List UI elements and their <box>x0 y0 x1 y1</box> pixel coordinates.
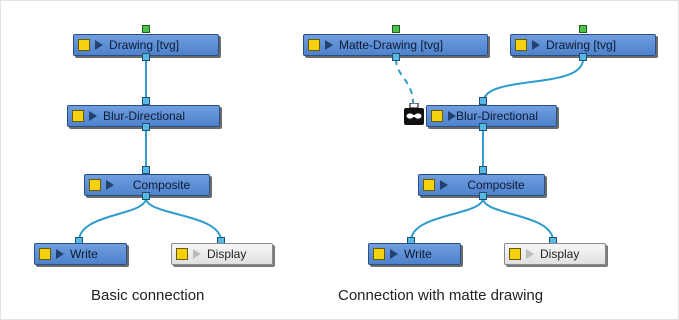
enable-icon[interactable] <box>39 248 51 260</box>
node-label: Blur-Directional <box>456 109 539 123</box>
play-icon[interactable] <box>106 180 114 190</box>
matte-drawing-top-port[interactable] <box>392 25 400 33</box>
matte-drawing-node[interactable]: Matte-Drawing [tvg] <box>303 34 488 56</box>
wire-composite-to-display <box>145 197 222 242</box>
matte-drawing-output-port[interactable] <box>392 53 400 61</box>
blur-output-port-matte[interactable] <box>479 123 487 131</box>
blur-input-port[interactable] <box>142 97 150 105</box>
enable-icon[interactable] <box>176 248 188 260</box>
wire-composite-to-display-matte <box>482 197 554 242</box>
wire-composite-to-write <box>78 197 147 242</box>
caption-basic: Basic connection <box>91 287 205 304</box>
drawing-output-port-matte[interactable] <box>579 53 587 61</box>
play-icon[interactable] <box>526 249 534 259</box>
write-node-matte[interactable]: Write <box>368 243 461 265</box>
play-icon[interactable] <box>89 111 97 121</box>
blur-input-port-matte[interactable] <box>479 97 487 105</box>
node-label: Blur-Directional <box>103 109 186 123</box>
node-label: Drawing [tvg] <box>546 38 617 52</box>
blur-directional-node[interactable]: Blur-Directional <box>67 105 220 127</box>
enable-icon[interactable] <box>423 179 435 191</box>
play-icon[interactable] <box>440 180 448 190</box>
node-label: Composite <box>467 178 525 192</box>
blur-directional-node-matte[interactable]: Blur-Directional <box>426 105 557 127</box>
display-node-matte[interactable]: Display <box>504 243 606 265</box>
enable-icon[interactable] <box>89 179 101 191</box>
drawing-top-port[interactable] <box>142 25 150 33</box>
blur-output-port[interactable] <box>142 123 150 131</box>
enable-icon[interactable] <box>509 248 521 260</box>
enable-icon[interactable] <box>78 39 90 51</box>
node-label: Write <box>70 247 98 261</box>
composite-input-port[interactable] <box>142 166 150 174</box>
play-icon[interactable] <box>448 111 456 121</box>
enable-icon[interactable] <box>373 248 385 260</box>
node-label: Display <box>540 247 580 261</box>
play-icon[interactable] <box>532 40 540 50</box>
wire-matte-to-blur <box>395 58 414 104</box>
enable-icon[interactable] <box>72 110 84 122</box>
node-label: Write <box>404 247 432 261</box>
node-label: Display <box>207 247 247 261</box>
node-label: Drawing [tvg] <box>109 38 180 52</box>
node-label: Matte-Drawing [tvg] <box>339 38 444 52</box>
composite-output-port[interactable] <box>142 192 150 200</box>
wire-drawing-to-blur-matte <box>482 58 584 104</box>
composite-node[interactable]: Composite <box>84 174 210 196</box>
play-icon[interactable] <box>193 249 201 259</box>
matte-mask-icon[interactable] <box>404 103 424 125</box>
write-node[interactable]: Write <box>34 243 127 265</box>
composite-input-port-matte[interactable] <box>479 166 487 174</box>
wire-composite-to-write-matte <box>410 197 484 242</box>
display-node[interactable]: Display <box>171 243 273 265</box>
enable-icon[interactable] <box>515 39 527 51</box>
drawing-top-port-matte[interactable] <box>579 25 587 33</box>
caption-matte: Connection with matte drawing <box>338 287 544 304</box>
drawing-output-port[interactable] <box>142 53 150 61</box>
play-icon[interactable] <box>56 249 64 259</box>
enable-icon[interactable] <box>431 110 443 122</box>
composite-output-port-matte[interactable] <box>479 192 487 200</box>
play-icon[interactable] <box>390 249 398 259</box>
play-icon[interactable] <box>95 40 103 50</box>
node-label: Composite <box>132 178 191 192</box>
enable-icon[interactable] <box>308 39 320 51</box>
play-icon[interactable] <box>325 40 333 50</box>
